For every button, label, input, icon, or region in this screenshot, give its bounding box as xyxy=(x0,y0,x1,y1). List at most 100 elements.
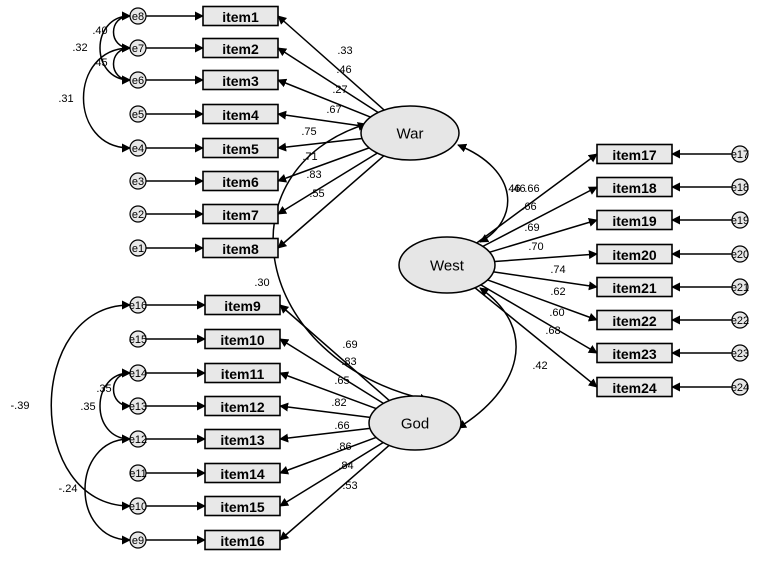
loading-label: .27 xyxy=(332,84,347,96)
loading-path xyxy=(279,371,377,410)
observed-item-label: item16 xyxy=(220,533,265,549)
loading-label: .70 xyxy=(528,241,543,253)
error-term-label: e18 xyxy=(731,182,749,194)
latent-factor-ellipse xyxy=(398,236,496,294)
error-term-label: e9 xyxy=(132,535,144,547)
observed-item-box xyxy=(596,209,673,231)
loading-path xyxy=(279,444,390,541)
error-term-label: e14 xyxy=(129,368,147,380)
error-term-label: e2 xyxy=(132,209,144,221)
loading-label: .67 xyxy=(326,104,341,116)
error-term-circle xyxy=(731,245,749,263)
observed-item-label: item20 xyxy=(612,247,657,263)
loading-path xyxy=(489,218,598,253)
factor-covariance-label: .46 xyxy=(505,183,520,195)
error-term-circle xyxy=(129,364,147,382)
loading-path xyxy=(279,304,390,402)
error-term-label: e19 xyxy=(731,215,749,227)
loading-label: .69 xyxy=(524,222,539,234)
observed-item-label: item22 xyxy=(612,313,657,329)
error-term-label: e7 xyxy=(132,43,144,55)
observed-item-box xyxy=(204,462,281,484)
error-term-circle xyxy=(129,430,147,448)
error-term-label: e6 xyxy=(132,75,144,87)
observed-item-label: item10 xyxy=(220,332,265,348)
error-covariance-path xyxy=(99,11,131,85)
error-covariance-path xyxy=(112,11,131,53)
loading-path xyxy=(279,338,384,404)
factor-covariance-path xyxy=(457,287,517,429)
observed-item-label: item6 xyxy=(222,174,259,190)
loading-path xyxy=(476,153,598,244)
observed-item-box xyxy=(596,376,673,398)
observed-item-box xyxy=(202,170,279,192)
error-covariance-path xyxy=(50,300,131,511)
loading-label: .66 xyxy=(334,420,349,432)
error-term-circle xyxy=(129,172,147,190)
error-term-label: e4 xyxy=(132,143,144,155)
loading-label: .66 xyxy=(521,201,536,213)
loading-path xyxy=(277,152,378,215)
error-term-label: e1 xyxy=(132,243,144,255)
extra-coefficient-label: .66 xyxy=(524,183,539,195)
error-term-label: e10 xyxy=(129,501,147,513)
error-term-circle xyxy=(129,7,147,25)
loading-label: .69 xyxy=(342,339,357,351)
error-term-circle xyxy=(129,397,147,415)
loading-label: .60 xyxy=(549,307,564,319)
observed-item-box xyxy=(202,37,279,59)
loading-path xyxy=(277,155,385,249)
loading-label: .55 xyxy=(309,188,324,200)
loading-label: .75 xyxy=(301,126,316,138)
observed-item-label: item1 xyxy=(222,9,259,25)
error-term-circle xyxy=(129,71,147,89)
error-term-circle xyxy=(129,497,147,515)
observed-item-label: item5 xyxy=(222,141,259,157)
observed-item-box xyxy=(596,143,673,165)
loading-label: .82 xyxy=(331,397,346,409)
error-covariance-label: .40 xyxy=(92,25,107,37)
error-term-circle xyxy=(731,178,749,196)
error-covariance-path xyxy=(112,43,131,85)
loading-path xyxy=(279,402,371,419)
error-term-circle xyxy=(129,330,147,348)
loading-path xyxy=(480,284,598,354)
observed-item-box xyxy=(596,243,673,265)
observed-item-box xyxy=(204,529,281,551)
error-term-label: e5 xyxy=(132,109,144,121)
error-term-circle xyxy=(129,105,147,123)
loading-path xyxy=(277,15,385,111)
loading-path xyxy=(279,436,377,475)
error-term-circle xyxy=(731,344,749,362)
observed-item-label: item19 xyxy=(612,213,657,229)
loading-label: .53 xyxy=(342,480,357,492)
error-covariance-label: .35 xyxy=(80,401,95,413)
observed-item-box xyxy=(204,328,281,350)
error-term-circle xyxy=(731,211,749,229)
loading-path xyxy=(474,287,598,388)
latent-factor-label: West xyxy=(430,258,465,275)
error-term-circle xyxy=(129,464,147,482)
observed-item-label: item17 xyxy=(612,147,657,163)
factor-covariance-path xyxy=(272,122,429,403)
loading-path xyxy=(493,271,598,291)
observed-item-box xyxy=(202,5,279,27)
error-covariance-path xyxy=(82,43,131,153)
observed-item-label: item18 xyxy=(612,180,657,196)
loading-label: .74 xyxy=(550,264,565,276)
observed-item-box xyxy=(204,362,281,384)
observed-item-label: item15 xyxy=(220,499,265,515)
observed-item-box xyxy=(596,276,673,298)
factor-covariance-path xyxy=(457,143,509,243)
factor-covariance-label: .30 xyxy=(254,277,269,289)
observed-item-label: item4 xyxy=(222,107,259,123)
latent-factor-label: War xyxy=(397,126,424,143)
observed-item-box xyxy=(204,294,281,316)
loading-label: .83 xyxy=(341,356,356,368)
error-covariance-label: .35 xyxy=(96,383,111,395)
observed-item-label: item11 xyxy=(221,366,265,382)
loading-label: .62 xyxy=(550,286,565,298)
loading-path xyxy=(277,78,371,118)
loading-label: .71 xyxy=(302,151,317,163)
